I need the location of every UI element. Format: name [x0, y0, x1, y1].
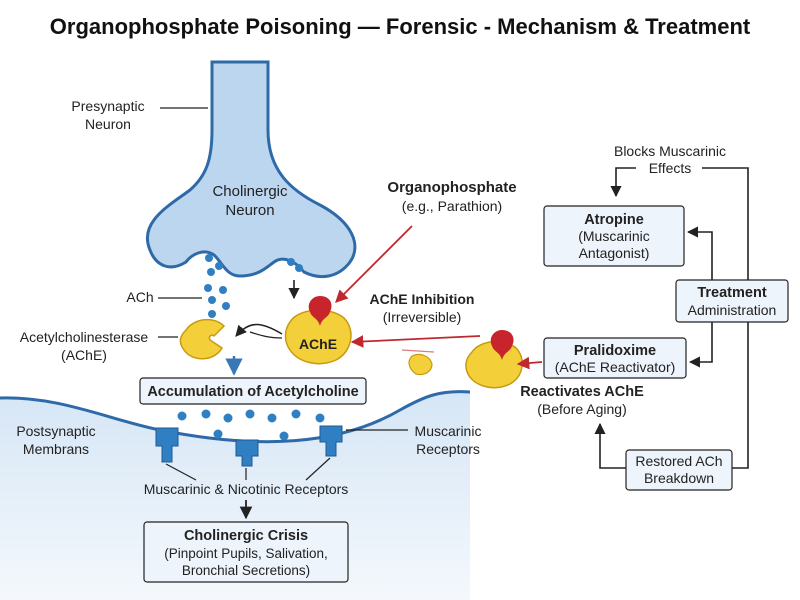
cleave-arrow-2 — [249, 331, 283, 339]
ach-molecule — [219, 286, 227, 294]
cleft-ach — [177, 411, 187, 421]
vesicle — [207, 268, 215, 276]
postsynaptic-label-line1: Postsynaptic — [16, 423, 95, 439]
restored-box — [625, 449, 733, 491]
ach-molecule — [208, 296, 216, 304]
restored-line1: Restored ACh — [635, 453, 722, 469]
cleft-ach — [201, 409, 211, 419]
cleft-ach — [223, 413, 233, 423]
receptor-middle — [235, 439, 259, 467]
reactivates-note: (Before Aging) — [537, 401, 627, 417]
organophosphate-label: Organophosphate — [387, 179, 516, 196]
treatment-title: Treatment — [697, 285, 766, 301]
treatment-line2: Administration — [688, 302, 777, 318]
muscarinic-receptors-line1: Muscarinic — [415, 423, 482, 439]
blocks-arrow — [610, 167, 636, 198]
pralidoxime-title: Pralidoxime — [574, 343, 656, 359]
receptor-left — [155, 427, 179, 463]
ache-enzyme-free — [179, 318, 226, 360]
crisis-detail-1: (Pinpoint Pupils, Salivation, — [164, 546, 328, 561]
caption-leader-left — [165, 463, 197, 481]
pralidoxime-line2: (AChE Reactivator) — [555, 359, 676, 375]
atropine-line3: Antagonist) — [579, 245, 650, 261]
ache-inhibition-note: (Irreversible) — [383, 309, 462, 325]
ach-molecule — [208, 310, 216, 318]
vesicle — [295, 264, 303, 272]
accumulation-box — [139, 377, 367, 405]
organophosphate-arrow — [335, 225, 413, 303]
pralidoxime-arrow — [516, 356, 543, 370]
vesicle — [205, 254, 213, 262]
blocks-label-line1: Blocks Muscarinic — [614, 143, 726, 159]
ach-molecule — [222, 302, 230, 310]
receptors-caption: Muscarinic & Nicotinic Receptors — [144, 481, 349, 497]
crisis-title: Cholinergic Crisis — [184, 528, 308, 544]
cleft-ach — [267, 413, 277, 423]
ach-label: ACh — [126, 289, 153, 305]
organophosphate-example: (e.g., Parathion) — [402, 198, 502, 214]
blocks-label-line2: Effects — [649, 160, 692, 176]
muscarinic-receptors-line2: Receptors — [416, 441, 480, 457]
ache-label-line1: Acetylcholinesterase — [20, 329, 149, 345]
treatment-to-atropine — [686, 226, 713, 280]
receptor-right — [319, 425, 343, 457]
ache-inhibition-label: AChE Inhibition — [370, 291, 475, 307]
restored-arrow — [594, 422, 626, 469]
inhibitor-leaving — [490, 330, 514, 360]
enzyme-fragment — [408, 353, 433, 376]
cholinergic-neuron-line2: Neuron — [225, 202, 274, 219]
atropine-box — [543, 205, 685, 267]
vesicle — [287, 258, 295, 266]
restored-line2: Breakdown — [644, 470, 714, 486]
ache-enzyme-label: AChE — [299, 336, 337, 352]
cleft-ach — [245, 409, 255, 419]
treatment-to-pralidoxime — [688, 322, 713, 368]
presynaptic-label-line1: Presynaptic — [71, 98, 144, 114]
reactivates-label: Reactivates AChE — [520, 384, 644, 400]
cleft-ach — [291, 409, 301, 419]
cleft-ach — [279, 431, 289, 441]
diagram-title: Organophosphate Poisoning — Forensic - M… — [50, 14, 751, 39]
crisis-box — [143, 521, 349, 583]
cleave-arrow — [235, 323, 283, 337]
presynaptic-neuron — [146, 60, 357, 279]
atropine-title: Atropine — [584, 212, 644, 228]
crisis-detail-2: Bronchial Secretions) — [182, 563, 310, 578]
postsynaptic-label-line2: Membrans — [23, 441, 89, 457]
organophosphate-bound — [308, 296, 332, 326]
cleft-ach — [213, 429, 223, 439]
cholinergic-neuron-line1: Cholinergic — [212, 183, 288, 200]
ach-molecule — [204, 284, 212, 292]
atropine-line2: (Muscarinic — [578, 228, 650, 244]
vesicle — [215, 262, 223, 270]
postsynaptic-membrane — [0, 390, 471, 444]
presynaptic-label-line2: Neuron — [85, 116, 131, 132]
accumulation-label: Accumulation of Acetylcholine — [147, 384, 358, 400]
inhibition-arrow-main — [350, 335, 481, 348]
treatment-box — [675, 279, 789, 323]
postsynaptic-membrane-fill — [0, 391, 470, 600]
inhibition-arrow-minor — [401, 349, 435, 353]
caption-leader-right — [305, 457, 331, 481]
cleft-ach — [315, 413, 325, 423]
ache-label-line2: (AChE) — [61, 347, 107, 363]
pralidoxime-box — [543, 337, 687, 379]
